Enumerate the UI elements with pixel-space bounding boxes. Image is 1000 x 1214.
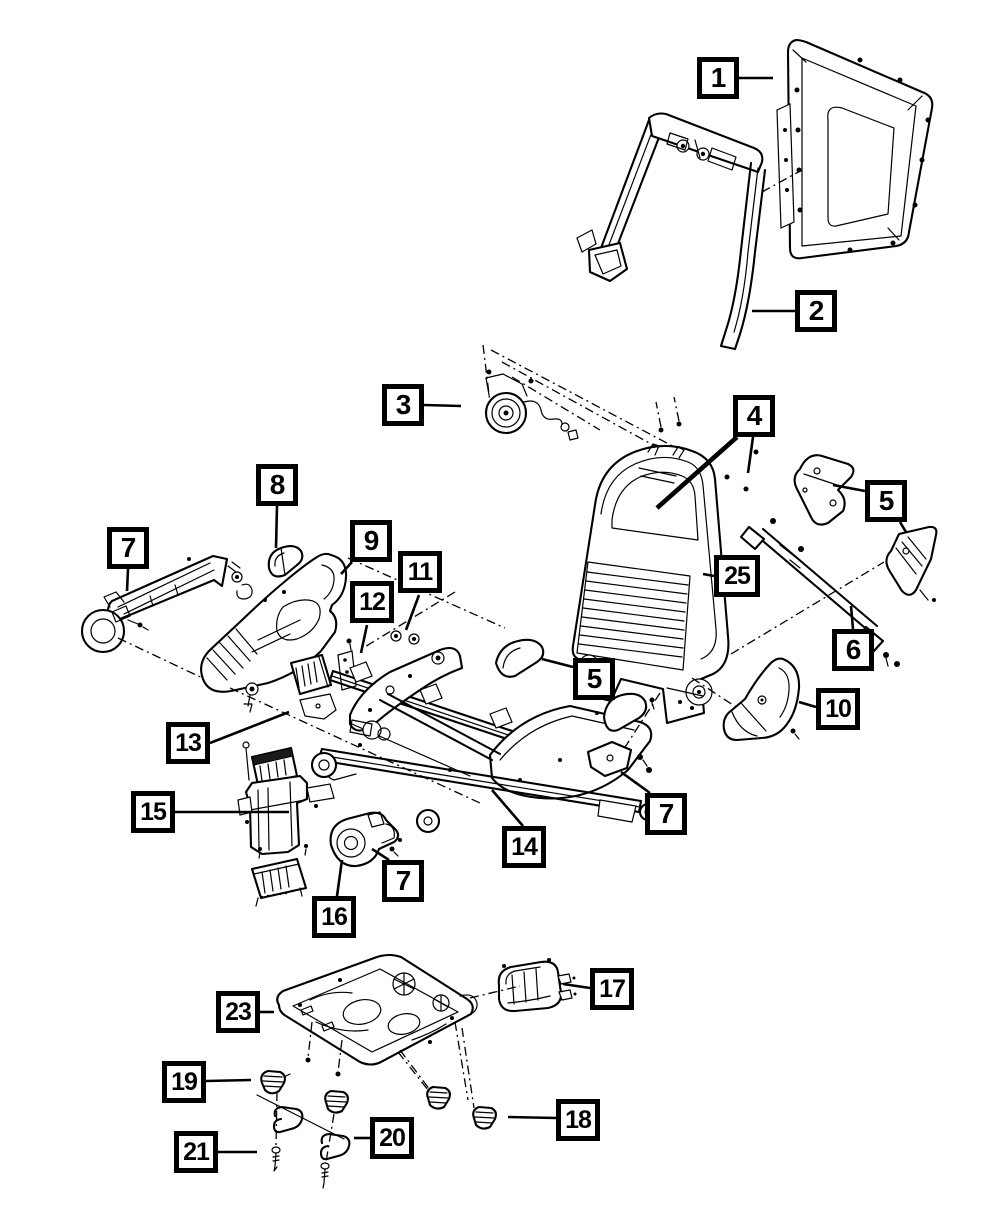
seat-back-panel-art xyxy=(776,38,934,260)
callout-number: 7 xyxy=(120,532,137,563)
callout-3: 3 xyxy=(382,384,424,426)
callout-12: 12 xyxy=(350,581,394,623)
track-end-cover-art xyxy=(329,811,402,868)
leader-line-16 xyxy=(335,859,344,897)
leader-line-14 xyxy=(491,789,524,827)
callout-number: 16 xyxy=(321,902,348,931)
callout-number: 12 xyxy=(359,587,386,616)
leader-line-5 xyxy=(541,657,574,669)
leader-line-7 xyxy=(620,770,651,795)
callout-number: 19 xyxy=(171,1067,198,1096)
leader-line-25 xyxy=(702,572,715,578)
callout-number: 2 xyxy=(808,295,825,326)
callout-20: 20 xyxy=(370,1117,414,1159)
leader-line-5 xyxy=(898,521,908,533)
leader-line-18 xyxy=(507,1115,557,1120)
callout-10: 10 xyxy=(816,688,860,730)
leader-line-11 xyxy=(404,594,421,631)
leader-line-4 xyxy=(655,435,739,510)
callout-number: 4 xyxy=(746,400,763,431)
callout-number: 17 xyxy=(599,974,626,1003)
callout-number: 5 xyxy=(586,663,603,694)
leader-line-19 xyxy=(205,1078,252,1083)
small-wedge-cover-art xyxy=(267,545,304,578)
leader-line-17 xyxy=(562,982,591,990)
callout-number: 5 xyxy=(878,485,895,516)
callout-number: 14 xyxy=(511,832,538,861)
callout-15: 15 xyxy=(131,791,175,833)
seat-track-art xyxy=(229,646,661,834)
callout-9: 9 xyxy=(350,520,392,562)
callout-17: 17 xyxy=(590,968,634,1010)
callout-number: 9 xyxy=(363,525,380,556)
callout-5: 5 xyxy=(865,480,907,522)
callout-1: 1 xyxy=(697,57,739,99)
speaker-art xyxy=(482,344,705,474)
right-shield-art xyxy=(691,657,801,742)
leader-line-7 xyxy=(125,568,130,592)
leader-line-8 xyxy=(274,505,279,549)
latch-bracket-art xyxy=(586,740,652,778)
leader-line-9 xyxy=(340,561,353,575)
leader-line-7 xyxy=(371,847,390,862)
seat-back-trim-art xyxy=(576,112,803,351)
callout-number: 3 xyxy=(395,389,412,420)
callout-25: 25 xyxy=(714,555,760,597)
callout-number: 13 xyxy=(175,728,202,757)
belt-guide-covers-art xyxy=(494,638,655,732)
callout-number: 21 xyxy=(183,1137,210,1166)
callout-number: 23 xyxy=(225,997,252,1026)
seat-pan-art xyxy=(276,953,521,1101)
leader-line-13 xyxy=(209,710,290,745)
callout-21: 21 xyxy=(174,1131,218,1173)
recliner-rod-art xyxy=(739,518,900,667)
leader-line-12 xyxy=(359,624,369,654)
callout-7: 7 xyxy=(382,860,424,902)
callout-number: 1 xyxy=(710,62,727,93)
callout-number: 25 xyxy=(724,561,751,590)
leader-line-5 xyxy=(832,483,866,493)
callout-4: 4 xyxy=(733,395,775,437)
callout-number: 6 xyxy=(845,634,862,665)
callout-19: 19 xyxy=(162,1061,206,1103)
clips-and-screws-art xyxy=(256,1027,497,1189)
callout-8: 8 xyxy=(256,464,298,506)
callout-number: 7 xyxy=(395,865,412,896)
callout-7: 7 xyxy=(645,793,687,835)
left-arm-trim-art xyxy=(80,554,253,693)
leader-line-6 xyxy=(849,605,855,630)
callout-number: 18 xyxy=(565,1105,592,1134)
seat-module-art xyxy=(497,958,577,1013)
callout-2: 2 xyxy=(795,290,837,332)
callout-number: 10 xyxy=(825,694,852,723)
callout-18: 18 xyxy=(556,1099,600,1141)
callout-11: 11 xyxy=(398,551,442,593)
riser-bracket-art xyxy=(237,741,335,907)
leader-line-3 xyxy=(423,403,462,408)
callout-number: 15 xyxy=(140,797,167,826)
pivot-bracket-upper-art xyxy=(793,454,855,526)
pivot-bracket-lower-art xyxy=(730,525,938,655)
adjuster-module-art xyxy=(243,591,456,720)
callout-number: 8 xyxy=(269,469,286,500)
callout-number: 11 xyxy=(407,557,433,586)
leader-line-10 xyxy=(798,700,817,709)
leader-line-4 xyxy=(746,436,755,474)
callout-5: 5 xyxy=(573,658,615,700)
callout-14: 14 xyxy=(502,826,546,868)
callout-6: 6 xyxy=(832,629,874,671)
callout-number: 20 xyxy=(379,1123,406,1152)
callout-13: 13 xyxy=(166,722,210,764)
callout-16: 16 xyxy=(312,896,356,938)
callout-leader-lines xyxy=(125,76,908,1154)
callout-number: 7 xyxy=(658,798,675,829)
callout-23: 23 xyxy=(216,991,260,1033)
callout-7: 7 xyxy=(107,527,149,569)
